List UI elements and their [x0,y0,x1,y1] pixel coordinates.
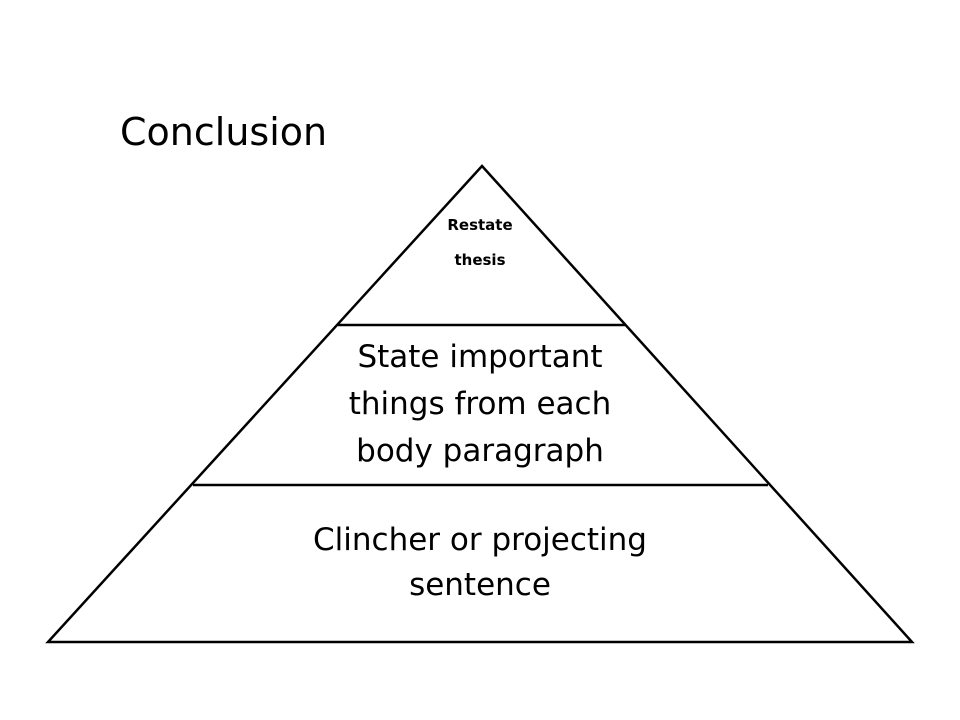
tier-middle-line: State important [357,339,603,375]
tier-middle-line: body paragraph [356,433,604,469]
pyramid-outline [45,164,915,644]
tier-top-text: Restate thesis [400,208,560,278]
diagram-title: Conclusion [120,110,328,154]
tier-top-line: Restate [447,216,513,234]
tier-bottom-line: Clincher or projecting [313,522,647,558]
tier-bottom-line: sentence [409,567,551,603]
tier-top-line: thesis [454,251,506,269]
tier-middle-line: things from each [348,386,612,422]
tier-middle-text: State important things from each body pa… [280,334,680,475]
tier-bottom-text: Clincher or projecting sentence [220,518,740,608]
